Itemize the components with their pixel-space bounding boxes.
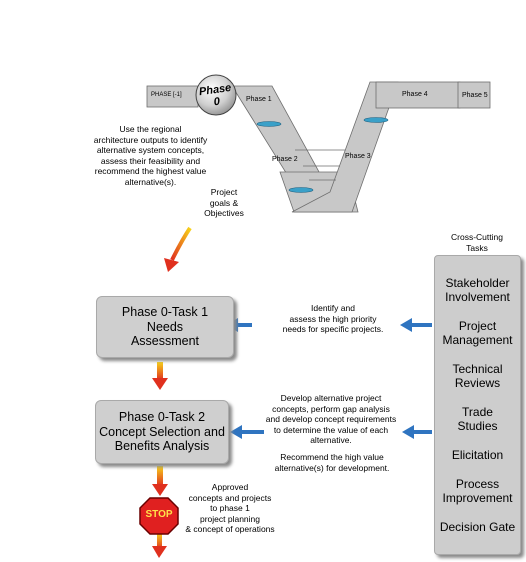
stop-down-arrow bbox=[152, 533, 167, 558]
task1-label: Phase 0-Task 1 Needs Assessment bbox=[121, 305, 209, 349]
task2-to-stop-arrow bbox=[152, 466, 168, 496]
approved-text: Approved concepts and projects to phase … bbox=[185, 482, 275, 534]
gate-marker bbox=[363, 117, 389, 123]
task2-box: Phase 0-Task 2 Concept Selection and Ben… bbox=[95, 400, 229, 464]
task1-box: Phase 0-Task 1 Needs Assessment bbox=[96, 296, 234, 358]
stop-sign-label: STOP bbox=[145, 509, 173, 520]
gate-marker bbox=[256, 121, 282, 127]
phase3-label: Phase 3 bbox=[345, 153, 371, 160]
cross-cutting-panel: Stakeholder Involvement Project Manageme… bbox=[434, 255, 521, 555]
cc-item-decision-gate: Decision Gate bbox=[439, 520, 516, 534]
vee-right-arm bbox=[291, 81, 399, 213]
cc-item-stakeholder-involvement: Stakeholder Involvement bbox=[445, 276, 510, 304]
phase5-bar bbox=[457, 81, 491, 109]
task2-description: Develop alternative project concepts, pe… bbox=[265, 393, 397, 445]
cc-item-project-management: Project Management bbox=[442, 319, 513, 347]
project-goals-label: Project goals & Objectives bbox=[204, 187, 244, 218]
stop-sign-octagon bbox=[139, 497, 179, 535]
task2-label: Phase 0-Task 2 Concept Selection and Ben… bbox=[99, 410, 225, 454]
phase1-label: Phase 1 bbox=[246, 96, 272, 103]
task1-to-task2-arrow bbox=[152, 362, 168, 390]
task1-description: Identify and assess the high priority ne… bbox=[282, 303, 384, 334]
desc2-to-task2-arrow bbox=[230, 425, 264, 439]
cc-item-technical-reviews: Technical Reviews bbox=[452, 362, 503, 390]
cross-cutting-title: Cross-Cutting Tasks bbox=[451, 232, 503, 253]
phase0-description: Use the regional architecture outputs to… bbox=[93, 124, 208, 187]
cc-to-desc1-arrow bbox=[400, 318, 432, 332]
cc-item-trade-studies: Trade Studies bbox=[457, 405, 498, 433]
gate-marker bbox=[288, 187, 314, 193]
phase-minus1-label: PHASE [-1] bbox=[151, 92, 182, 98]
task2-recommendation: Recommend the high value alternative(s) … bbox=[274, 452, 390, 473]
phase4-label: Phase 4 bbox=[402, 91, 428, 98]
cc-to-desc2-arrow bbox=[402, 425, 432, 439]
phase5-label: Phase 5 bbox=[462, 92, 488, 99]
phase0-circle bbox=[195, 74, 237, 116]
goals-arrow bbox=[164, 226, 192, 272]
phase2-label: Phase 2 bbox=[272, 156, 298, 163]
cc-item-elicitation: Elicitation bbox=[451, 448, 504, 462]
cc-item-process-improvement: Process Improvement bbox=[442, 477, 513, 505]
